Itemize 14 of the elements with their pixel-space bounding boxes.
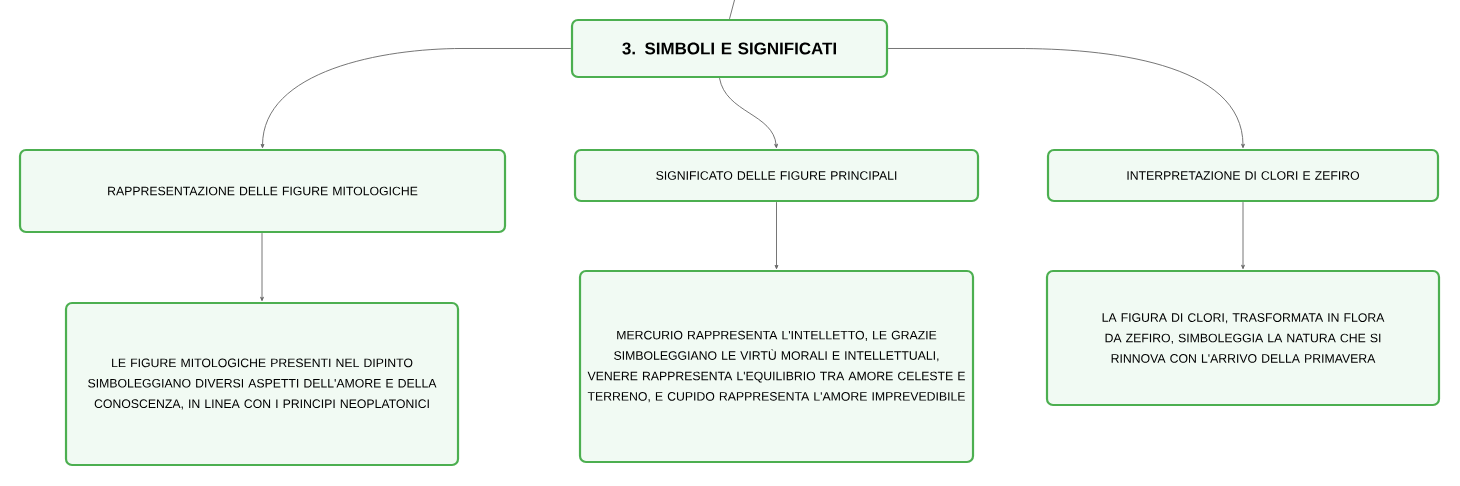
- connector-line: [887, 48, 1245, 149]
- subtopic-box: INTERPRETAZIONE DI CLORI E ZEFIRO: [1046, 148, 1440, 203]
- description-box: LA FIGURA DI CLORI, TRASFORMATA IN FLORA DA ZEFIRO, SIMBOLEGGIA LA NATURA CHE SI RINNOVA CON L'ARRIVO DELLA PRIMAVERA: [1045, 269, 1441, 407]
- connector-line: [774, 201, 779, 270]
- connector-line: [719, 77, 778, 149]
- connector-line: [260, 232, 264, 302]
- connector-line: [729, 0, 735, 20]
- topic-box: 3. SIMBOLI E SIGNIFICATI: [570, 18, 889, 79]
- connector-line: [260, 48, 572, 149]
- description-box: MERCURIO RAPPRESENTA L'INTELLETTO, LE GRAZIE SIMBOLEGGIANO LE VIRTÙ MORALI E INTELLETTUALI, VENERE RAPPRESENTA L'EQUILIBRIO TRA AMORE CELESTE E TERRENO, E CUPIDO RAPPRESENTA L'AMORE IMPREVEDIBILE: [578, 269, 975, 464]
- subtopic-box: SIGNIFICATO DELLE FIGURE PRINCIPALI: [573, 148, 980, 203]
- connector-line: [1241, 201, 1245, 270]
- description-box: LE FIGURE MITOLOGICHE PRESENTI NEL DIPINTO SIMBOLEGGIANO DIVERSI ASPETTI DELL'AMORE E DELLA CONOSCENZA, IN LINEA CON I PRINCIPI NEOPLATONICI: [64, 301, 460, 467]
- subtopic-box: RAPPRESENTAZIONE DELLE FIGURE MITOLOGICHE: [18, 148, 507, 234]
